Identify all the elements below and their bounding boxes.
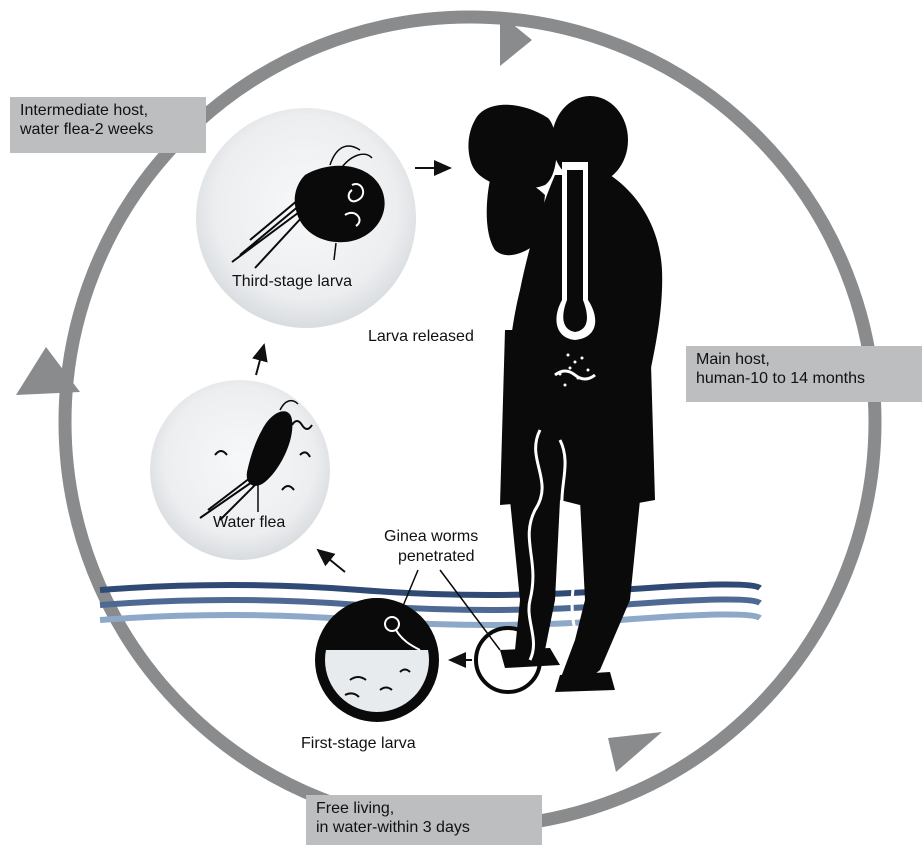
intermediate-host-label: Intermediate host, water flea-2 weeks <box>10 97 206 153</box>
free-living-line2: in water-within 3 days <box>316 818 532 837</box>
cycle-arrow-bottom-icon <box>608 732 662 772</box>
main-host-line1: Main host, <box>696 350 912 369</box>
main-host-label: Main host, human-10 to 14 months <box>686 346 922 402</box>
worms-penetrated-line2: penetrated <box>398 547 475 566</box>
larva-released-label: Larva released <box>368 327 474 346</box>
worms-penetrated-line1: Ginea worms <box>384 527 478 546</box>
water-flea-bubble <box>150 380 330 560</box>
water-waves <box>100 584 760 625</box>
arrow-to-water-flea-icon <box>318 550 345 572</box>
free-living-line1: Free living, <box>316 799 532 818</box>
third-stage-larva-label: Third-stage larva <box>232 272 352 291</box>
free-living-label: Free living, in water-within 3 days <box>306 795 542 845</box>
intermediate-host-line1: Intermediate host, <box>20 101 196 120</box>
arrow-to-third-stage-icon <box>256 345 264 375</box>
main-host-line2: human-10 to 14 months <box>696 369 912 388</box>
first-stage-bubble <box>315 598 439 722</box>
first-stage-larva-label: First-stage larva <box>301 734 416 753</box>
water-flea-label: Water flea <box>213 513 285 532</box>
intermediate-host-line2: water flea-2 weeks <box>20 120 196 139</box>
